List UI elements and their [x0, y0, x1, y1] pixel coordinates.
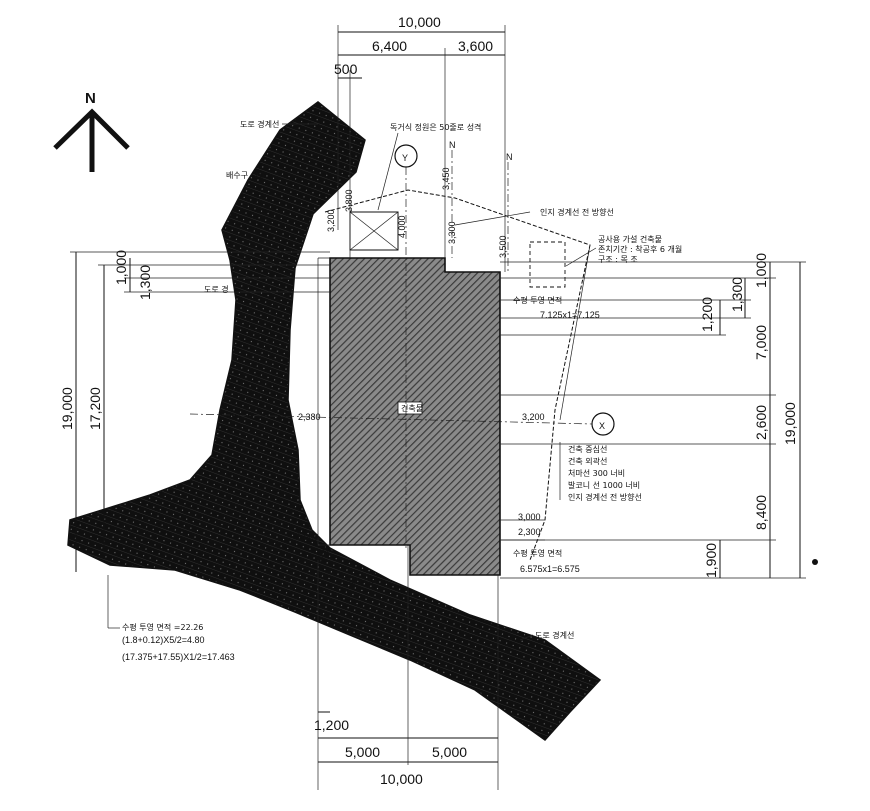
- svg-text:2,300: 2,300: [518, 527, 541, 537]
- area-top-calc: 7.125x1=7.125: [540, 310, 600, 320]
- svg-text:3,450: 3,450: [441, 167, 451, 190]
- top-left-dim: 6,400: [372, 38, 407, 54]
- axis-n2-label: N: [506, 152, 513, 162]
- top-right-dim: 3,600: [458, 38, 493, 54]
- left-top-a-dim: 1,000: [113, 250, 129, 285]
- legend-1: 건축 중심선: [568, 444, 607, 454]
- svg-text:3,300: 3,300: [447, 221, 457, 244]
- legend-2: 건축 외곽선: [568, 456, 607, 466]
- top-dimensions: 10,000 6,400 3,600 500: [334, 14, 506, 272]
- right-b-dim: 1,300: [729, 277, 745, 312]
- road-area-note: 수평 투영 면적 =22.26: [122, 622, 203, 632]
- tree-note: 독거식 정원은 50줄로 성격: [390, 122, 481, 132]
- temp-building-note-3: 구조 : 목 조: [598, 255, 638, 264]
- svg-text:2,380: 2,380: [298, 412, 321, 422]
- bottom-offset-dim: 1,200: [314, 717, 349, 733]
- left-inner-dim: 17,200: [87, 387, 103, 430]
- road-area: [67, 101, 602, 742]
- road-boundary-bottom-note: 도로 경계선: [535, 630, 574, 640]
- legend-3: 처마선 300 너비: [568, 468, 625, 478]
- svg-text:3,000: 3,000: [518, 512, 541, 522]
- bottom-left-dim: 5,000: [345, 744, 380, 760]
- right-f-dim: 8,400: [753, 495, 769, 530]
- right-c-dim: 1,200: [699, 297, 715, 332]
- svg-text:3,200: 3,200: [522, 412, 545, 422]
- temporary-building: [529, 241, 566, 288]
- building-footprint: 건축물: [317, 257, 501, 576]
- legend-5: 인지 경계선 전 방향선: [568, 492, 642, 502]
- svg-text:1,000: 1,000: [296, 532, 319, 542]
- svg-text:X: X: [599, 421, 605, 431]
- axis-y-marker: Y: [394, 144, 418, 550]
- building-label: 건축물: [401, 403, 423, 413]
- svg-text:3,800: 3,800: [344, 189, 354, 212]
- bottom-total-dim: 10,000: [380, 771, 423, 787]
- svg-text:4,000: 4,000: [397, 215, 407, 238]
- road-boundary-top-note: 도로 경계선: [240, 119, 279, 129]
- temp-building-note-2: 존치기간 : 착공후 6 개월: [598, 244, 682, 254]
- north-label: N: [85, 90, 96, 107]
- road-calc-2: (17.375+17.55)X1/2=17.463: [122, 652, 235, 662]
- right-a-dim: 1,000: [753, 253, 769, 288]
- temp-building-note-1: 공사용 가설 건축물: [598, 234, 662, 244]
- vertical-small-dims: 3,200 3,800 4,000 3,450 3,300 3,500: [326, 167, 508, 258]
- area-bottom-calc: 6.575x1=6.575: [520, 564, 580, 574]
- left-dimensions: 19,000 17,200 1,000 1,300: [59, 250, 330, 572]
- road-left-note: 도로 경: [204, 284, 229, 294]
- right-g-dim: 1,900: [703, 543, 719, 578]
- axis-n1-label: N: [449, 140, 456, 150]
- right-dimensions: 19,000 1,000 1,300 1,200 7,000 2,600 8,4…: [500, 253, 806, 579]
- svg-text:3,500: 3,500: [498, 235, 508, 258]
- svg-text:Y: Y: [402, 153, 408, 163]
- top-total-dim: 10,000: [398, 14, 441, 30]
- axis-x-marker: X: [189, 412, 615, 436]
- legend-4: 발코니 선 1000 너비: [568, 480, 640, 490]
- right-e-dim: 2,600: [753, 405, 769, 440]
- annotations: 도로 경계선 독거식 정원은 50줄로 성격 배수구 20 도로 경 인지 경계…: [107, 119, 682, 662]
- bottom-dimensions: 10,000 5,000 5,000 1,200: [314, 545, 499, 790]
- right-d-dim: 7,000: [753, 325, 769, 360]
- svg-text:3,200: 3,200: [326, 209, 336, 232]
- top-offset-dim: 500: [334, 61, 358, 77]
- water-note: 배수구: [226, 171, 248, 180]
- road-calc-1: (1.8+0.12)X5/2=4.80: [122, 635, 205, 645]
- bottom-right-dim: 5,000: [432, 744, 467, 760]
- marker-dot: [812, 559, 818, 565]
- left-top-b-dim: 1,300: [137, 265, 153, 300]
- garden-box: [349, 211, 399, 251]
- right-outer-dim: 19,000: [782, 402, 798, 445]
- area-top-note: 수평 투영 면적: [513, 295, 562, 305]
- north-arrow-icon: N: [53, 90, 130, 172]
- site-boundary-note: 인지 경계선 전 방향선: [540, 207, 614, 217]
- svg-text:300 너비: 300 너비: [346, 576, 379, 586]
- area-bottom-note: 수평 투영 면적: [513, 548, 562, 558]
- water-value: 20: [254, 171, 264, 180]
- left-outer-dim: 19,000: [59, 387, 75, 430]
